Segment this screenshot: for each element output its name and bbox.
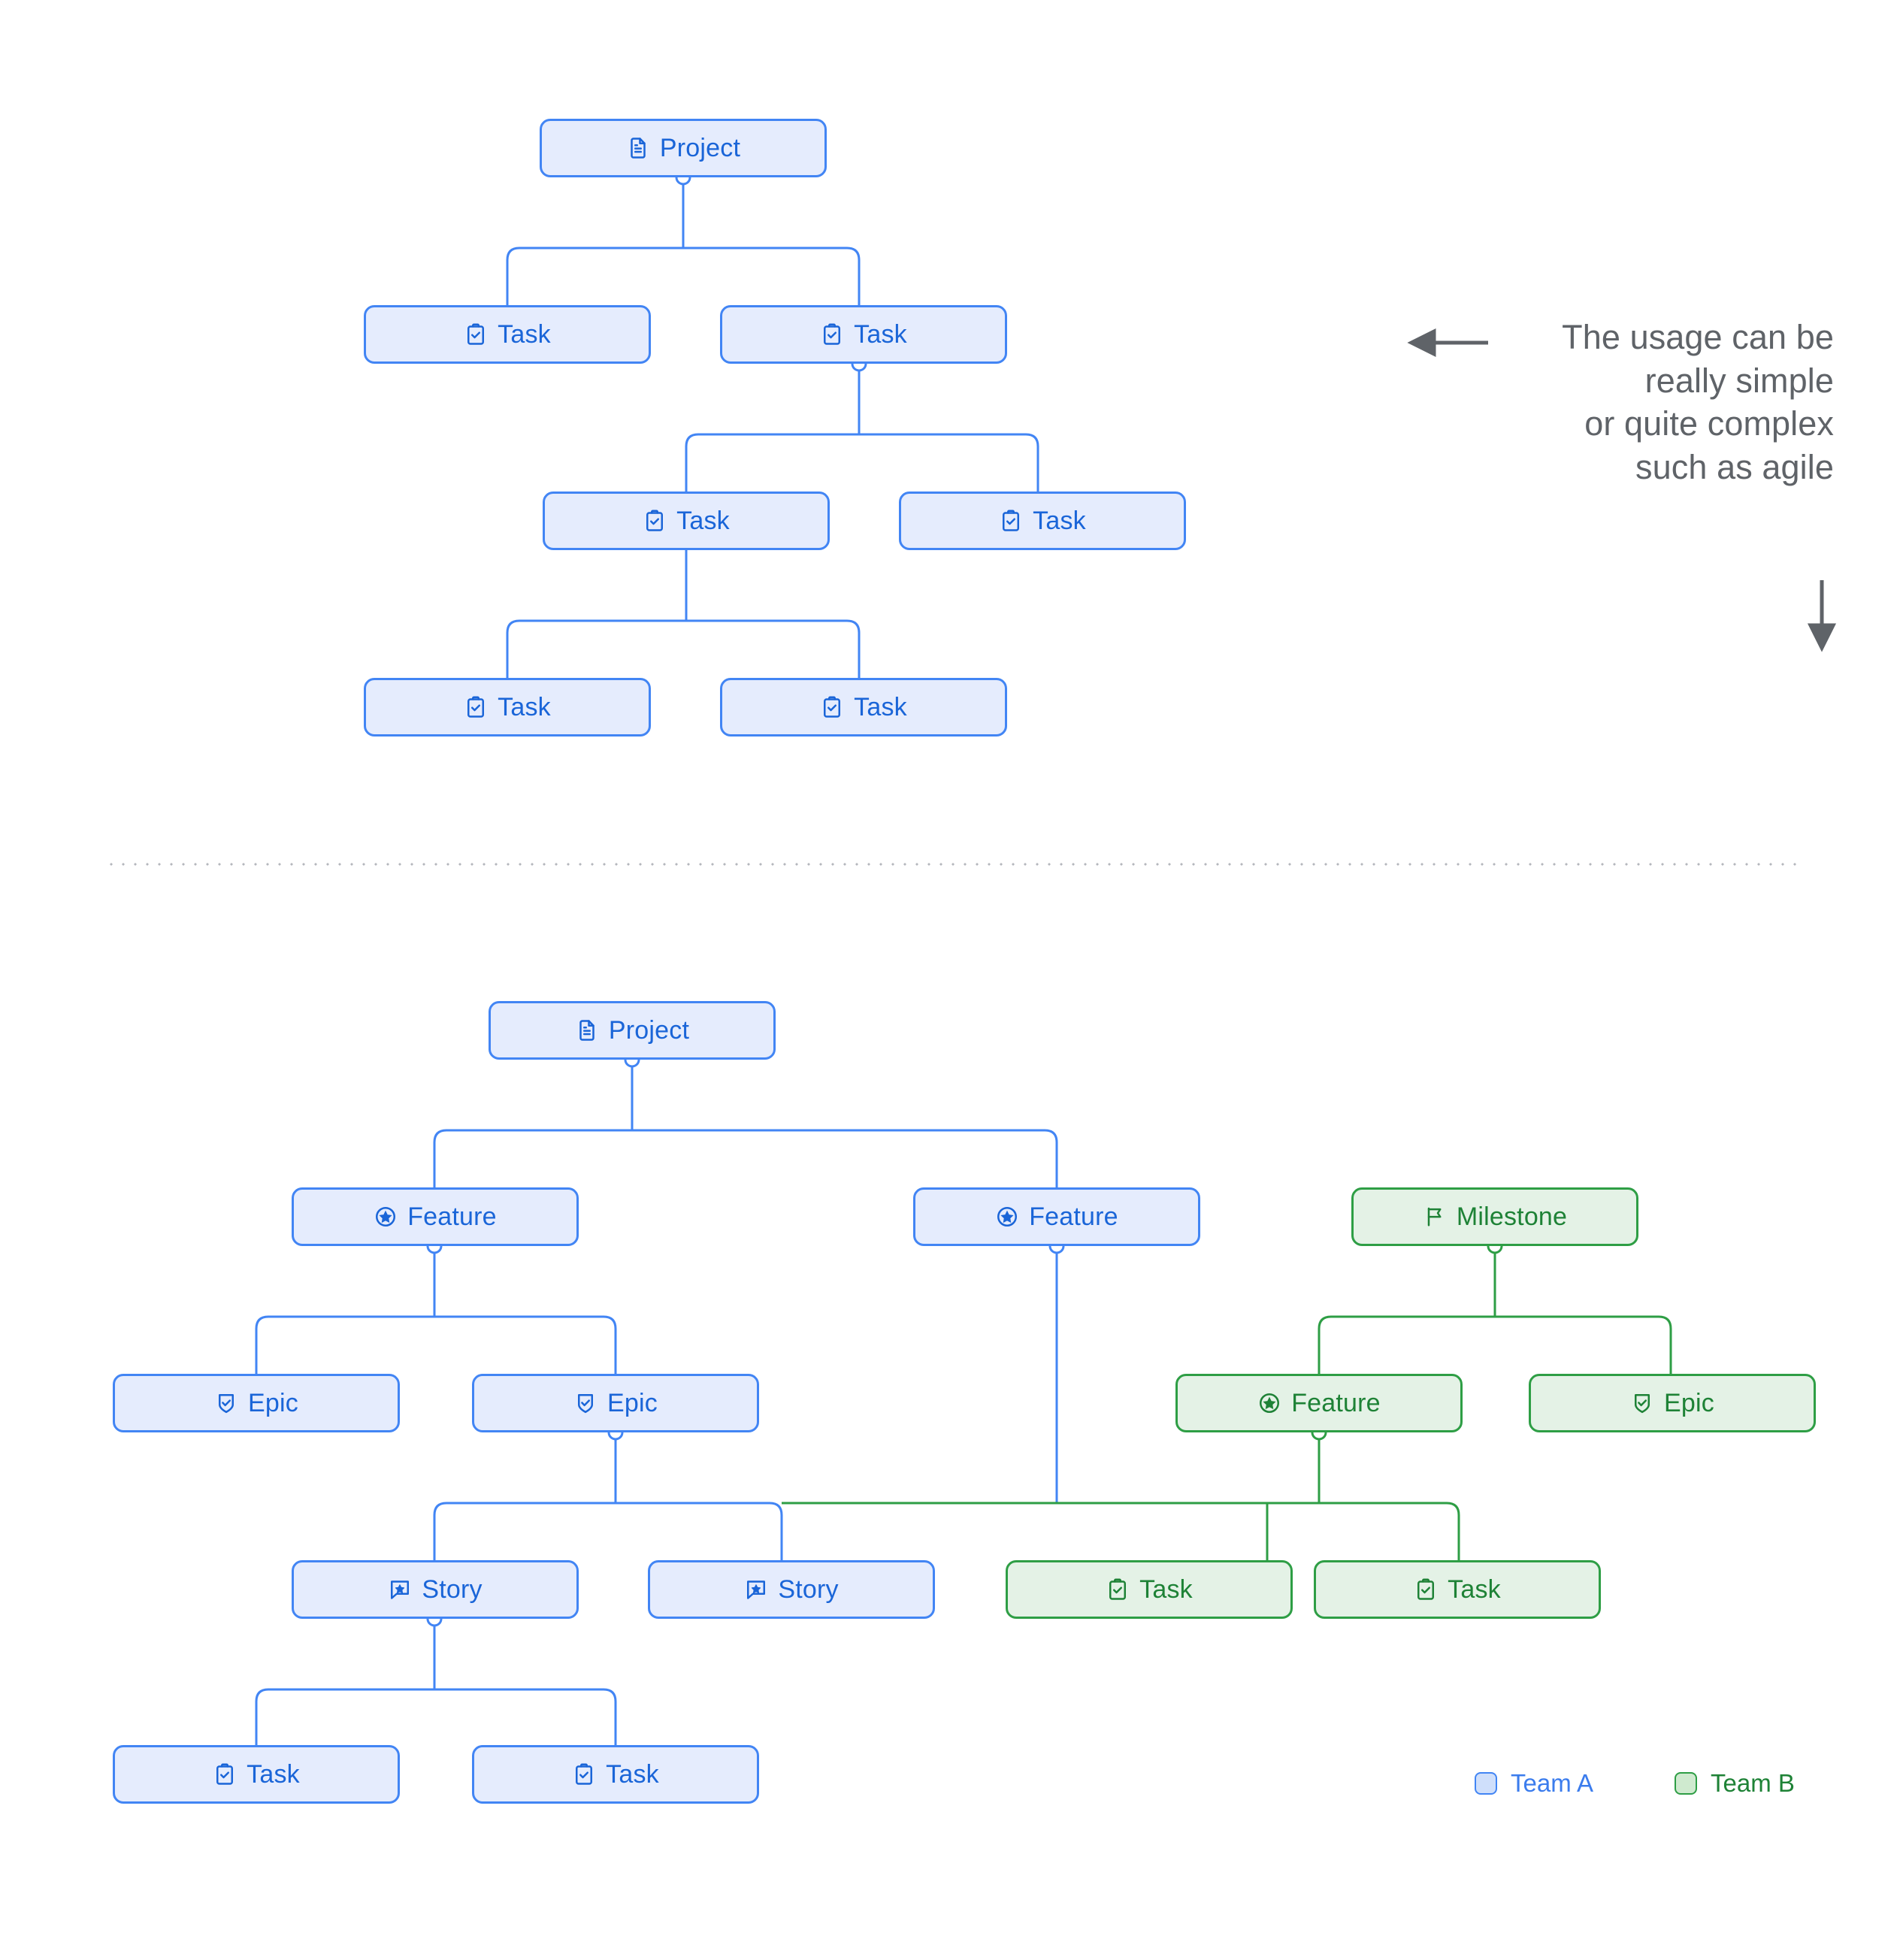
node-label: Story — [422, 1575, 483, 1604]
node-label: Task — [1033, 507, 1086, 535]
task-clipboard-icon — [464, 322, 488, 346]
node-label: Feature — [1291, 1389, 1381, 1417]
node-task[interactable]: Task — [113, 1745, 400, 1804]
node-label: Milestone — [1456, 1202, 1568, 1231]
legend-label-team-a: Team A — [1511, 1769, 1594, 1797]
node-label: Task — [1448, 1575, 1501, 1604]
feature-star-icon — [374, 1205, 398, 1229]
node-task[interactable]: Task — [543, 492, 830, 550]
node-label: Feature — [407, 1202, 497, 1231]
node-epic[interactable]: Epic — [472, 1374, 759, 1432]
legend-swatch-team-b — [1675, 1772, 1697, 1795]
task-clipboard-icon — [820, 695, 844, 719]
legend-item-team-b[interactable]: Team B — [1675, 1769, 1795, 1798]
node-epic[interactable]: Epic — [113, 1374, 400, 1432]
task-clipboard-icon — [1106, 1577, 1130, 1602]
node-label: Epic — [1664, 1389, 1714, 1417]
node-label: Project — [659, 134, 741, 162]
node-label: Task — [498, 320, 551, 349]
node-task[interactable]: Task — [720, 305, 1007, 364]
feature-star-icon — [1257, 1391, 1281, 1415]
node-story[interactable]: Story — [648, 1560, 935, 1619]
node-feature[interactable]: Feature — [1175, 1374, 1463, 1432]
node-task[interactable]: Task — [364, 305, 651, 364]
node-task[interactable]: Task — [899, 492, 1186, 550]
task-clipboard-icon — [643, 509, 667, 533]
feature-star-icon — [995, 1205, 1019, 1229]
legend-swatch-team-a — [1475, 1772, 1497, 1795]
annotation-text: The usage can be really simple or quite … — [1496, 316, 1834, 488]
document-icon — [626, 136, 650, 160]
story-bubble-icon — [744, 1577, 768, 1602]
node-milestone[interactable]: Milestone — [1351, 1187, 1638, 1246]
node-label: Task — [1139, 1575, 1193, 1604]
node-label: Task — [854, 693, 907, 721]
node-feature[interactable]: Feature — [292, 1187, 579, 1246]
node-label: Task — [247, 1760, 300, 1789]
node-task[interactable]: Task — [1314, 1560, 1601, 1619]
legend-item-team-a[interactable]: Team A — [1475, 1769, 1593, 1798]
node-story[interactable]: Story — [292, 1560, 579, 1619]
annotation-line: The usage can be — [1562, 318, 1834, 356]
task-clipboard-icon — [213, 1762, 237, 1786]
epic-shield-icon — [573, 1391, 598, 1415]
node-epic[interactable]: Epic — [1529, 1374, 1816, 1432]
node-label: Task — [606, 1760, 659, 1789]
node-label: Task — [854, 320, 907, 349]
node-task[interactable]: Task — [1006, 1560, 1293, 1619]
node-label: Task — [676, 507, 730, 535]
annotation-line: really simple — [1644, 361, 1834, 400]
node-feature[interactable]: Feature — [913, 1187, 1200, 1246]
story-bubble-icon — [388, 1577, 412, 1602]
node-task[interactable]: Task — [720, 678, 1007, 737]
node-label: Epic — [248, 1389, 298, 1417]
node-project[interactable]: Project — [540, 119, 827, 177]
node-project[interactable]: Project — [489, 1001, 776, 1060]
task-clipboard-icon — [464, 695, 488, 719]
node-label: Story — [778, 1575, 839, 1604]
annotation-line: such as agile — [1635, 447, 1834, 486]
section-divider — [105, 863, 1798, 866]
node-label: Project — [608, 1016, 690, 1045]
task-clipboard-icon — [572, 1762, 596, 1786]
epic-shield-icon — [1630, 1391, 1654, 1415]
node-task[interactable]: Task — [364, 678, 651, 737]
task-clipboard-icon — [820, 322, 844, 346]
node-label: Feature — [1029, 1202, 1118, 1231]
legend-label-team-b: Team B — [1711, 1769, 1795, 1797]
epic-shield-icon — [214, 1391, 238, 1415]
document-icon — [575, 1018, 599, 1042]
task-clipboard-icon — [999, 509, 1023, 533]
node-task[interactable]: Task — [472, 1745, 759, 1804]
annotation-line: or quite complex — [1584, 404, 1834, 443]
node-label: Epic — [607, 1389, 658, 1417]
node-label: Task — [498, 693, 551, 721]
milestone-flag-icon — [1423, 1205, 1447, 1229]
task-clipboard-icon — [1414, 1577, 1438, 1602]
